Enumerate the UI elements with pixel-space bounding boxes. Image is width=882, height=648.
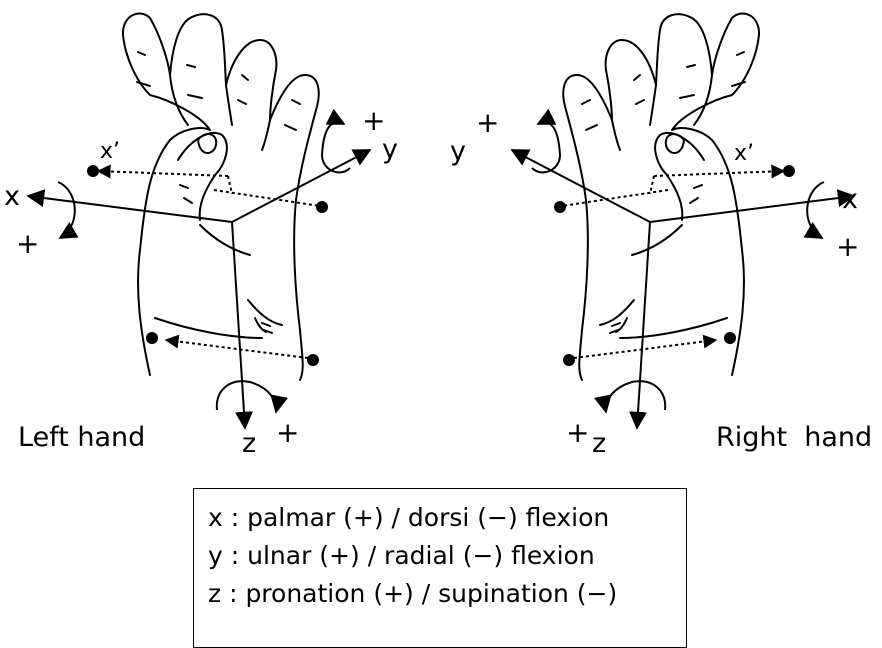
right-y-axis	[512, 150, 650, 222]
right-z-rotation-arc	[606, 381, 665, 412]
left-x-prime-label: x’	[100, 139, 120, 164]
right-x-label: x	[842, 184, 858, 215]
left-hand-markers	[87, 165, 328, 366]
left-z-label: z	[242, 428, 256, 459]
left-x-prime-line	[98, 171, 228, 176]
left-hand-axes	[28, 122, 370, 428]
left-x-plus: +	[16, 227, 39, 260]
left-y-label: y	[382, 134, 398, 165]
right-x-prime-line	[654, 171, 784, 176]
right-hand-caption: Right hand	[716, 422, 872, 453]
left-y-rotation-arc	[322, 122, 350, 172]
left-hand-caption: Left hand	[18, 422, 145, 453]
right-y-rotation-arc	[532, 122, 560, 172]
right-hand-illustration	[512, 13, 854, 428]
right-z-plus: +	[566, 416, 589, 449]
left-hand-illustration	[123, 13, 319, 380]
right-y-label: y	[450, 136, 466, 167]
legend-line-z: z : pronation (+) / supination (−)	[208, 579, 617, 608]
axis-legend-box: x : palmar (+) / dorsi (−) flexion y : u…	[193, 488, 687, 648]
left-z-rotation-arc	[217, 381, 276, 412]
right-x-plus: +	[836, 230, 859, 263]
left-z-plus: +	[276, 416, 299, 449]
left-x-label: x	[4, 181, 20, 212]
left-y-axis	[232, 150, 370, 222]
right-x-rotation-arc	[807, 182, 824, 238]
right-x-prime-label: x’	[734, 141, 754, 166]
left-x-rotation-arc	[58, 182, 75, 238]
legend-line-x: x : palmar (+) / dorsi (−) flexion	[208, 503, 609, 532]
right-y-plus: +	[476, 106, 499, 139]
legend-line-y: y : ulnar (+) / radial (−) flexion	[208, 541, 595, 570]
left-y-plus: +	[362, 104, 385, 137]
right-z-label: z	[592, 428, 606, 459]
